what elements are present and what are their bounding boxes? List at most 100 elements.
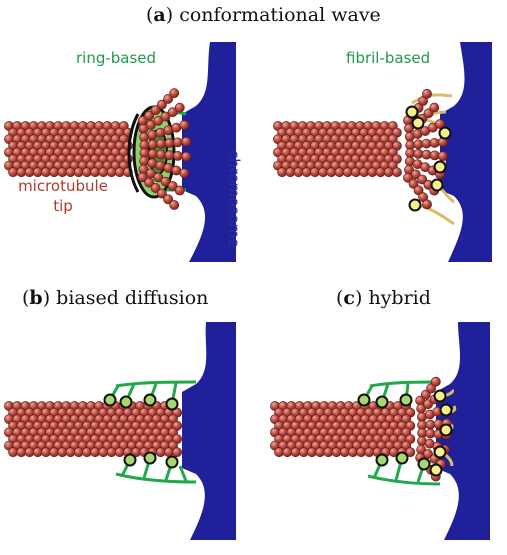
tubulin-bead xyxy=(157,188,167,199)
fibril-knob xyxy=(429,463,443,477)
tubulin-bead xyxy=(421,149,432,160)
tubulin-bead xyxy=(181,151,192,162)
tubulin-bead xyxy=(334,167,345,178)
fibril-knob xyxy=(143,451,157,465)
tubulin-bead xyxy=(163,447,174,458)
chromosome-label: chromosome xyxy=(225,150,243,248)
tubulin-bead xyxy=(282,447,293,458)
chromosome-shape-a xyxy=(182,42,236,262)
tubulin-bead xyxy=(90,447,100,458)
fibril-knob xyxy=(433,160,447,174)
tubulin-bead xyxy=(172,137,183,148)
tubulin-bead xyxy=(315,447,325,458)
tubulin-bead xyxy=(146,119,156,130)
fibril-knob xyxy=(439,423,453,437)
tubulin-bead xyxy=(405,148,416,159)
tubulin-bead xyxy=(139,156,150,166)
tubulin-bead xyxy=(41,447,51,458)
tubulin-bead xyxy=(298,447,309,458)
tubulin-bead xyxy=(160,111,171,122)
tubulin-bead xyxy=(356,447,366,458)
tubulin-bead xyxy=(164,138,175,148)
tubulin-bead xyxy=(306,447,317,458)
tubulin-bead xyxy=(57,447,68,458)
tubulin-bead xyxy=(147,158,158,169)
tubulin-bead xyxy=(323,447,334,458)
fibril-knob xyxy=(430,178,444,192)
tubulin-bead xyxy=(403,172,413,183)
tubulin-bead xyxy=(144,177,155,188)
tubulin-bead xyxy=(426,383,437,394)
tubulin-bead xyxy=(417,428,428,438)
fibril-knob xyxy=(357,393,371,407)
fibril-knobs xyxy=(103,105,453,477)
tubulin-bead xyxy=(164,150,175,161)
tubulin-bead xyxy=(172,447,182,458)
tubulin-bead xyxy=(65,447,76,458)
tubulin-bead xyxy=(153,172,164,183)
tubulin-bead xyxy=(383,167,394,178)
tubulin-bead xyxy=(82,447,92,458)
ring-front-edge xyxy=(127,113,140,193)
tubulin-bead xyxy=(318,167,328,178)
panel-a-letter: a xyxy=(153,4,166,26)
tubulin-bead xyxy=(147,148,158,159)
tubulin-bead xyxy=(408,178,419,189)
tubulin-bead xyxy=(417,174,428,185)
tubulin-bead xyxy=(179,120,190,130)
tubulin-bead xyxy=(174,185,185,196)
panel-b-title: (b) biased diffusion xyxy=(22,287,209,309)
tubulin-bead xyxy=(147,130,158,140)
fibril-knob xyxy=(399,393,413,407)
panel-a-title-text: conformational wave xyxy=(179,4,381,26)
tubulin-bead xyxy=(421,138,432,149)
fibril-knob xyxy=(417,457,431,471)
tubulin-bead xyxy=(163,194,174,205)
tubulin-bead xyxy=(367,167,378,178)
fibril-knob xyxy=(375,453,389,467)
tubulin-bead xyxy=(429,137,440,148)
tip-word: tip xyxy=(53,197,73,215)
tubulin-bead xyxy=(146,168,156,179)
tubulin-bead xyxy=(391,167,402,178)
tubulin-bead xyxy=(150,105,161,116)
tubulin-bead xyxy=(425,419,436,430)
tubulin-bead xyxy=(106,447,117,458)
tubulin-bead xyxy=(331,447,342,458)
tubulin-bead xyxy=(425,428,436,439)
fibril-knob xyxy=(439,403,453,417)
tubulin-bead xyxy=(429,102,440,113)
tubulin-bead xyxy=(342,167,353,178)
tubulin-bead xyxy=(156,149,167,160)
tubulin-bead xyxy=(435,119,445,129)
tubulin-bead xyxy=(429,150,440,161)
fibril-knob xyxy=(123,453,137,467)
fibril-knob xyxy=(165,455,179,469)
tubulin-bead xyxy=(339,447,350,458)
panel-a-title: (a) conformational wave xyxy=(146,4,381,26)
fibril-knob xyxy=(438,126,452,140)
panel-c-title-text: hybrid xyxy=(368,287,431,309)
tubulin-bead xyxy=(364,447,375,458)
tubulin-bead xyxy=(174,102,185,113)
tubulin-bead xyxy=(49,447,59,458)
tubulin-bead xyxy=(156,138,167,149)
tubulin-bead xyxy=(114,447,125,458)
tubulin-bead xyxy=(405,447,416,458)
tubulin-bead xyxy=(16,447,27,458)
panel-b-title-text: biased diffusion xyxy=(56,287,209,309)
tubulin-bead xyxy=(153,115,164,126)
tubulin-bead xyxy=(169,88,180,99)
panel-b-letter: b xyxy=(29,287,43,309)
microtubule-word: microtubule xyxy=(18,177,108,195)
tubulin-bead xyxy=(420,389,431,400)
fibril-knob xyxy=(375,395,389,409)
tubulin-bead xyxy=(422,88,432,99)
tubulin-bead xyxy=(155,447,166,458)
tubulin-bead xyxy=(160,176,171,187)
tubulin-bead xyxy=(98,447,109,458)
tubulin-bead xyxy=(150,183,161,193)
fibril-knob xyxy=(433,389,447,403)
